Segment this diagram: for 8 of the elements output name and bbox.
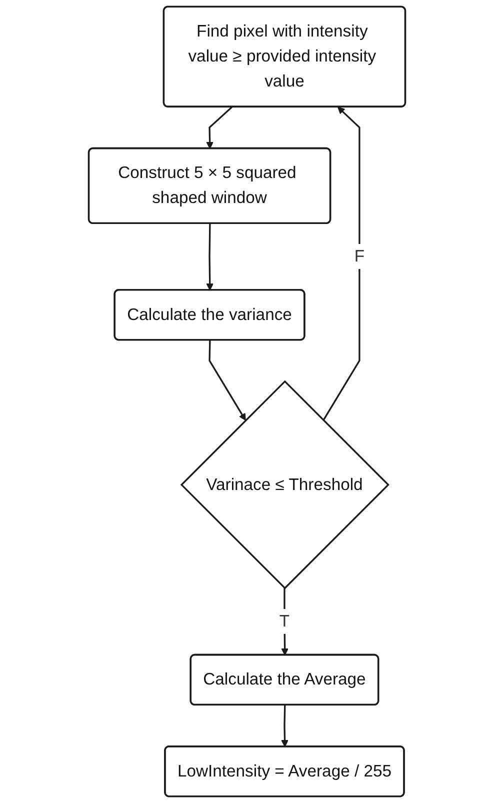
node-diamond: Varinace ≤ Threshold [180,380,390,590]
arrow [208,340,246,421]
edge-label: F [354,247,365,266]
edge-label: T [279,612,290,631]
arrow [206,224,214,291]
arrow [322,106,360,421]
arrow [281,705,288,748]
arrow [206,106,233,149]
